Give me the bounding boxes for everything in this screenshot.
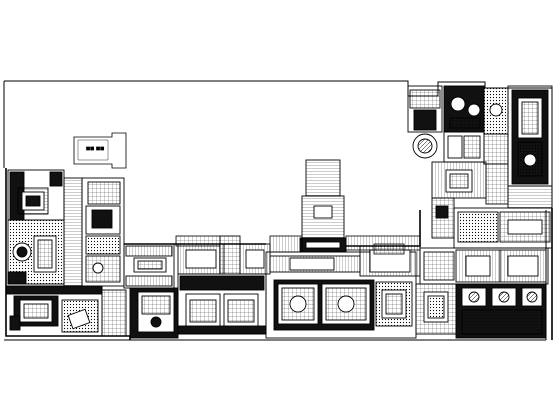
west-central-rooms bbox=[123, 235, 271, 339]
central-living bbox=[265, 245, 421, 339]
exterior-walls bbox=[5, 168, 553, 340]
east-upper-block bbox=[407, 85, 553, 239]
annex-structure: ▪▪ ▪▪ bbox=[73, 132, 127, 169]
svg-text:▪▪ ▪▪: ▪▪ ▪▪ bbox=[86, 145, 104, 152]
west-wing bbox=[5, 169, 127, 337]
central-tower bbox=[299, 159, 347, 253]
